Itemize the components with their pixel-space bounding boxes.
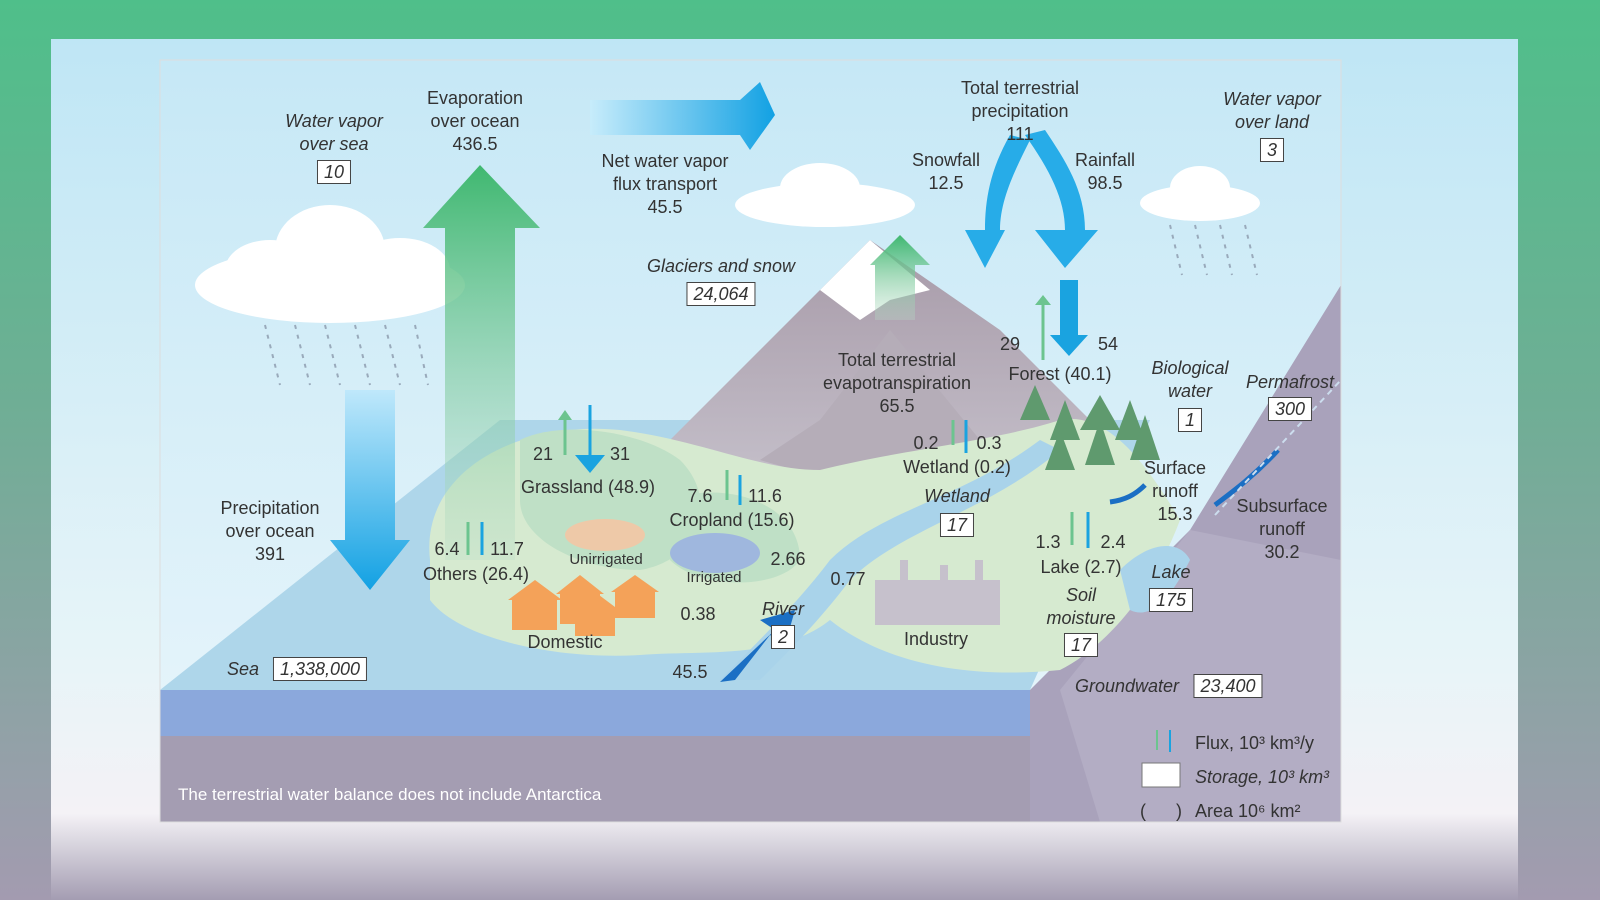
- lake-area-label: Lake (2.7): [1040, 557, 1122, 577]
- river-flux: 45.5: [672, 662, 708, 682]
- soil-moisture-storage: 17: [1063, 633, 1099, 657]
- snowfall-arrow: [965, 135, 1030, 268]
- evaporation-arrow: [423, 165, 540, 560]
- irrigated-label: Irrigated: [686, 569, 742, 586]
- permafrost-label: Permafrost: [1245, 372, 1335, 392]
- legend-storage-box-icon: [1141, 762, 1181, 788]
- rain-icon: [264, 224, 1258, 386]
- surface-runoff-arrow: [1109, 483, 1147, 505]
- lake-down-flux: 2.4: [1100, 532, 1126, 552]
- bio-storage: 1: [1177, 408, 1203, 432]
- vapor-land-label: Water vapor over land: [1223, 89, 1321, 132]
- cloud-icon: [735, 163, 915, 227]
- precipitation-arrow: [330, 390, 410, 590]
- lake: [1120, 546, 1190, 613]
- factory-icon: [875, 560, 1000, 625]
- lake-label: Lake: [1151, 562, 1191, 582]
- snowfall-label: Snowfall: [911, 150, 981, 170]
- groundwater-label: Groundwater: [1074, 676, 1180, 696]
- grassland-down-flux: 31: [609, 444, 631, 464]
- soil-moisture-label: Soil moisture: [1046, 585, 1116, 628]
- others-label: Others (26.4): [422, 564, 530, 584]
- legend-area-paren: ( ): [1140, 801, 1182, 821]
- evapotranspiration-arrow: [870, 235, 930, 320]
- vapor-sea-label: Water vapor over sea: [285, 111, 383, 154]
- forest-label: Forest (40.1): [1008, 364, 1112, 384]
- wetland-up-flux: 0.2: [913, 433, 939, 453]
- legend-storage: Storage, 10³ km³: [1195, 767, 1330, 787]
- cropland-up-flux: 7.6: [687, 486, 713, 506]
- total-et-label: Total terrestrial evapotranspiration: [822, 350, 972, 393]
- footnote: The terrestrial water balance does not i…: [178, 785, 602, 804]
- domestic-label: Domestic: [527, 632, 603, 652]
- sea-storage: 1,338,000: [272, 657, 368, 681]
- forest-icon: [1020, 385, 1160, 470]
- domestic-flux: 0.38: [680, 604, 716, 624]
- permafrost-storage: 300: [1267, 397, 1313, 421]
- unirrigated-field: [565, 519, 645, 551]
- unirrigated-label: Unirrigated: [569, 551, 643, 568]
- glaciers-storage: 24,064: [686, 282, 756, 306]
- houses-icon: [508, 575, 659, 636]
- lake-up-flux: 1.3: [1035, 532, 1061, 552]
- surface-runoff-value: 15.3: [1157, 504, 1193, 524]
- forest-up-flux: 29: [999, 334, 1021, 354]
- river-label: River: [761, 599, 805, 619]
- vapor-land-storage: 3: [1259, 138, 1285, 162]
- cropland-down-flux: 11.6: [748, 486, 782, 506]
- bio-label: Biological water: [1151, 358, 1229, 401]
- wetland-down-flux: 0.3: [976, 433, 1002, 453]
- river-storage: 2: [770, 625, 796, 649]
- ground-front-face: [160, 736, 1030, 822]
- rainfall-label: Rainfall: [1074, 150, 1136, 170]
- legend-flux: Flux, 10³ km³/y: [1195, 733, 1315, 753]
- forest-down-flux: 54: [1097, 334, 1119, 354]
- net-vapor-label: Net water vapor flux transport: [601, 151, 729, 194]
- precip-ocean-label: Precipitation over ocean: [220, 498, 320, 541]
- others-down-flux: 11.7: [490, 539, 524, 559]
- grassland-label: Grassland (48.9): [520, 477, 656, 497]
- rainfall-value: 98.5: [1087, 173, 1123, 193]
- irrigated-field: [670, 533, 760, 573]
- grassland-up-flux: 21: [532, 444, 554, 464]
- total-precip-value: 111: [1006, 124, 1034, 144]
- snowfall-value: 12.5: [928, 173, 964, 193]
- industry-label: Industry: [903, 629, 969, 649]
- others-up-flux: 6.4: [434, 539, 460, 559]
- rainfall-arrow: [1025, 130, 1098, 268]
- total-et-value: 65.5: [879, 396, 915, 416]
- cropland-label: Cropland (15.6): [669, 510, 795, 530]
- river: [720, 440, 1060, 680]
- subsurface-runoff-label: Subsurface runoff: [1236, 496, 1328, 539]
- lake-storage: 175: [1148, 588, 1194, 612]
- evap-ocean-label: Evaporation over ocean: [426, 88, 524, 131]
- legend-area: Area 10⁶ km²: [1195, 801, 1301, 821]
- vapor-transport-arrow: [590, 82, 775, 150]
- evap-ocean-value: 436.5: [452, 134, 498, 154]
- glaciers-label: Glaciers and snow: [646, 256, 796, 276]
- sea-front-face: [160, 690, 1030, 736]
- groundwater-storage: 23,400: [1193, 674, 1263, 698]
- sea-label: Sea: [226, 659, 260, 679]
- vapor-sea-storage: 10: [316, 160, 352, 184]
- total-precip-label: Total terrestrial precipitation: [960, 78, 1080, 121]
- wetland-label: Wetland: [924, 486, 990, 506]
- cloud-icon: [195, 205, 465, 323]
- wetland-storage: 17: [939, 513, 975, 537]
- irrigation-flux: 2.66: [770, 549, 806, 569]
- precip-ocean-value: 391: [254, 544, 286, 564]
- net-vapor-value: 45.5: [647, 197, 683, 217]
- wetland-area-label: Wetland (0.2): [903, 457, 1011, 477]
- surface-runoff-label: Surface runoff: [1143, 458, 1207, 501]
- industry-flux: 0.77: [830, 569, 866, 589]
- subsurface-runoff-value: 30.2: [1264, 542, 1300, 562]
- cloud-icon: [1140, 166, 1260, 221]
